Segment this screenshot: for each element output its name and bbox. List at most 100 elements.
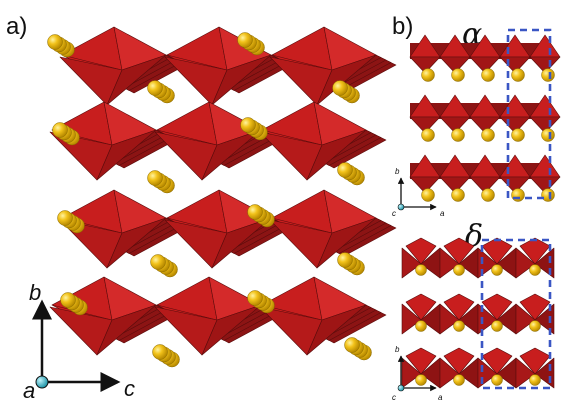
delta-axis-a-label: a bbox=[438, 393, 443, 402]
panel-a: a) b c a bbox=[6, 13, 397, 403]
octahedron-face bbox=[106, 217, 167, 269]
delta-structure bbox=[401, 237, 555, 389]
alpha-axis-c-label: c bbox=[392, 209, 396, 218]
atom bbox=[52, 122, 68, 138]
alpha-atom bbox=[421, 188, 435, 202]
delta-atom bbox=[491, 374, 503, 386]
delta-atom bbox=[453, 264, 465, 276]
octahedra-layer-4 bbox=[49, 276, 387, 356]
atom bbox=[247, 290, 263, 306]
alpha-atom bbox=[541, 188, 555, 202]
octahedron-face bbox=[201, 304, 262, 356]
delta-octahedron-left bbox=[439, 303, 460, 335]
delta-octahedron-left bbox=[401, 303, 422, 335]
atom bbox=[47, 34, 63, 50]
alpha-atom bbox=[541, 68, 555, 82]
delta-atom bbox=[415, 264, 427, 276]
atom bbox=[240, 117, 256, 133]
atom-column-3 bbox=[147, 80, 175, 104]
alpha-octahedron-bottom bbox=[439, 176, 471, 194]
atom bbox=[237, 32, 253, 48]
atom bbox=[247, 204, 263, 220]
delta-atom bbox=[415, 374, 427, 386]
alpha-atom bbox=[481, 128, 495, 142]
axes-delta: b a c bbox=[392, 345, 443, 402]
delta-octahedron-left bbox=[439, 357, 460, 389]
alpha-octahedron-bottom bbox=[409, 116, 441, 134]
delta-octahedron-top bbox=[405, 347, 437, 375]
atom-column-13 bbox=[60, 292, 88, 316]
atom-column-2 bbox=[237, 32, 265, 56]
atom-column-5 bbox=[52, 122, 80, 146]
delta-octahedron-top bbox=[519, 293, 551, 321]
alpha-row-3 bbox=[409, 154, 561, 202]
alpha-octahedron-bottom bbox=[529, 176, 561, 194]
octahedron-face bbox=[316, 217, 377, 269]
axis-c-label: c bbox=[124, 376, 135, 401]
octahedron-face bbox=[96, 129, 157, 181]
atom-column-11 bbox=[150, 254, 178, 278]
delta-octahedron-left bbox=[515, 357, 536, 389]
atom bbox=[60, 292, 76, 308]
alpha-origin-dot bbox=[397, 203, 405, 211]
axes-alpha: b a c bbox=[392, 167, 445, 218]
alpha-atom bbox=[481, 188, 495, 202]
delta-octahedron-left bbox=[515, 303, 536, 335]
alpha-atom bbox=[421, 68, 435, 82]
delta-octahedron-top bbox=[443, 237, 475, 265]
alpha-row-2 bbox=[409, 94, 561, 142]
octahedra-layer-1 bbox=[59, 26, 397, 106]
delta-atom bbox=[415, 320, 427, 332]
atom bbox=[332, 80, 348, 96]
delta-octahedron-top bbox=[481, 237, 513, 265]
delta-atom bbox=[491, 264, 503, 276]
atom-column-7 bbox=[147, 170, 175, 194]
delta-octahedron-right bbox=[534, 303, 555, 335]
alpha-row-1 bbox=[409, 34, 561, 82]
atom bbox=[337, 252, 353, 268]
atom bbox=[344, 337, 360, 353]
atom-column-15 bbox=[152, 344, 180, 368]
axis-a-origin-dot bbox=[35, 375, 49, 389]
axis-b-label: b bbox=[29, 280, 41, 305]
axes-panel-a: b c a bbox=[23, 280, 135, 403]
atom bbox=[152, 344, 168, 360]
octahedron-face bbox=[306, 304, 367, 356]
octahedron-face bbox=[211, 217, 272, 269]
delta-atom bbox=[453, 320, 465, 332]
alpha-octahedron-bottom bbox=[469, 176, 501, 194]
delta-atom bbox=[529, 374, 541, 386]
panel-a-label: a) bbox=[6, 13, 27, 40]
atom-column-12 bbox=[337, 252, 365, 276]
alpha-octahedron-bottom bbox=[529, 116, 561, 134]
atom-column-10 bbox=[247, 204, 275, 228]
atom-column-6 bbox=[240, 117, 268, 141]
atom bbox=[147, 170, 163, 186]
delta-octahedron-top bbox=[443, 347, 475, 375]
atom-columns bbox=[47, 32, 372, 368]
atom-column-14 bbox=[247, 290, 275, 314]
alpha-octahedron-bottom bbox=[469, 56, 501, 74]
delta-axis-c-label: c bbox=[392, 393, 396, 402]
delta-atom bbox=[453, 374, 465, 386]
delta-origin-dot bbox=[397, 384, 405, 392]
alpha-unit-cell-box bbox=[506, 28, 552, 200]
alpha-atom bbox=[511, 68, 525, 82]
alpha-atom bbox=[451, 188, 465, 202]
delta-octahedron-left bbox=[401, 357, 422, 389]
alpha-axis-b-label: b bbox=[395, 167, 400, 176]
alpha-octahedron-bottom bbox=[469, 116, 501, 134]
delta-octahedron-left bbox=[439, 247, 460, 279]
alpha-atom bbox=[481, 68, 495, 82]
delta-octahedron-top bbox=[405, 293, 437, 321]
alpha-octahedron-bottom bbox=[439, 56, 471, 74]
alpha-octahedron-bottom bbox=[439, 116, 471, 134]
delta-octahedron-top bbox=[481, 293, 513, 321]
delta-octahedron-left bbox=[515, 247, 536, 279]
alpha-atom bbox=[451, 68, 465, 82]
panel-b-label: b) bbox=[392, 13, 413, 40]
alpha-axis-a-label: a bbox=[440, 209, 445, 218]
octahedra-layer-2 bbox=[49, 101, 387, 181]
octahedron-face bbox=[211, 54, 272, 106]
